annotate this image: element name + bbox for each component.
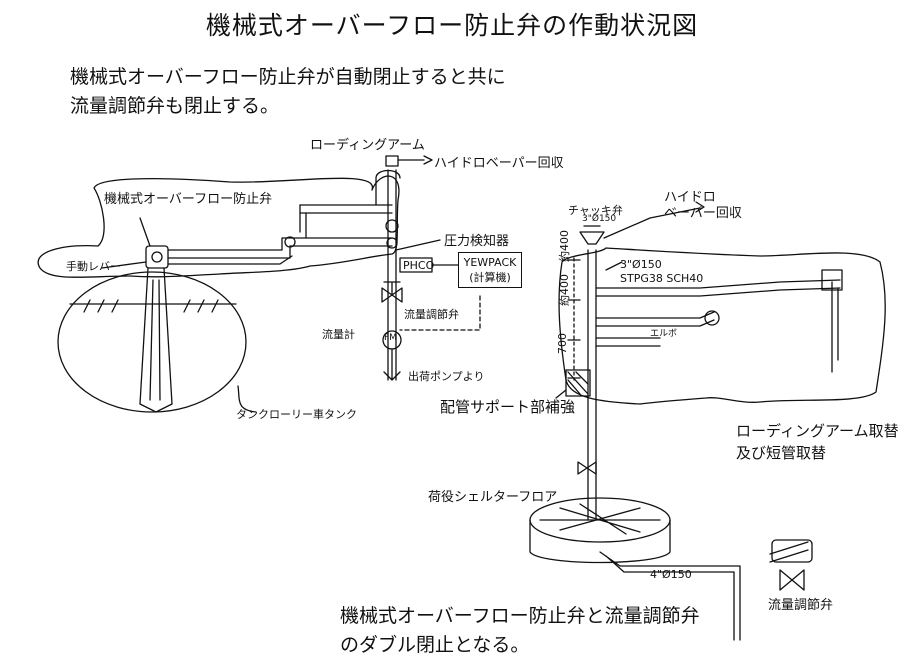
riser-valve	[578, 462, 596, 474]
arm-joint-right	[705, 311, 719, 325]
label-vapor-recovery-right-2: ベーパー回収	[664, 206, 742, 221]
floor-hatch	[540, 504, 660, 534]
arm-riser	[300, 205, 306, 238]
right-drop-head	[822, 270, 842, 290]
label-overflow-valve: 機械式オーバーフロー防止弁	[104, 192, 273, 207]
left-area-outline	[38, 176, 399, 277]
label-vapor-recovery-left: ハイドロベーパー回収	[434, 156, 564, 171]
valve-stem	[384, 282, 400, 295]
label-vapor-recovery-right-1: ハイドロ	[664, 190, 716, 205]
riser-cap	[386, 156, 398, 166]
check-valve	[580, 232, 604, 244]
vapor-arrow-right	[696, 202, 704, 212]
label-pipe-size: 3"Ø150	[620, 258, 662, 271]
top-note-line2: 流量調節弁も閉止する。	[70, 95, 280, 117]
label-dim-1: 約400	[558, 230, 571, 262]
arm-joint-left	[285, 237, 295, 247]
arm-pipe-top	[168, 238, 392, 250]
support-hatch	[568, 372, 588, 394]
bottom-note-line2: のダブル閉止となる。	[340, 634, 530, 656]
pipe-leader	[606, 262, 622, 270]
arm-mid-right	[596, 312, 714, 326]
bottom-valve-pipe	[770, 542, 808, 562]
label-replace-1: ローディングアーム取替	[736, 422, 899, 440]
label-shelter-floor: 荷役シェルターフロア	[428, 490, 558, 505]
label-check-valve: チャッキ弁	[568, 204, 623, 217]
label-bottom-pipe: 4"Ø150	[650, 568, 692, 581]
valve-label-leader	[140, 218, 150, 246]
label-check-size: 3"Ø150	[582, 214, 617, 224]
yewpack-box: YEWPACK (計算機)	[458, 252, 522, 288]
label-from-pump: 出荷ポンプより	[408, 370, 485, 383]
right-area-outline	[559, 248, 885, 404]
riser-joint-1	[386, 220, 398, 232]
riser-joint-2	[387, 238, 397, 248]
drop-tube-inner	[150, 280, 160, 400]
pressure-line	[396, 240, 440, 250]
label-loading-arm: ローディングアーム	[310, 138, 425, 153]
label-flow-control-valve-right: 流量調節弁	[768, 598, 834, 613]
label-flowmeter: 流量計	[322, 328, 355, 341]
label-hand-lever: 手動レバー	[66, 260, 121, 273]
dim-tick-1	[568, 260, 580, 378]
bottom-pipe	[600, 552, 740, 640]
tank-outline	[58, 272, 246, 412]
label-pressure-detector: 圧力検知器	[444, 234, 510, 249]
label-pipe-spec: STPG38 SCH40	[620, 272, 704, 285]
vapor-arrow	[424, 156, 432, 164]
bottom-valve-actuator	[772, 540, 812, 562]
riser-top-elbow	[376, 171, 400, 206]
label-flow-control-valve-left: 流量調節弁	[404, 308, 459, 321]
support-bracket	[566, 370, 590, 396]
arm-upper-right	[596, 280, 840, 288]
valve-head	[146, 246, 168, 268]
arm-pipe-bottom	[168, 246, 392, 258]
support-leader	[556, 390, 566, 398]
arm-lower-right	[596, 338, 660, 346]
floor-slab	[530, 520, 670, 563]
label-dim-2: 約400	[558, 274, 571, 306]
yewpack-sub: (計算機)	[469, 271, 511, 284]
label-phco: PHCO	[403, 259, 435, 272]
vapor-line-right	[604, 208, 700, 238]
label-tank: タンクローリー車タンク	[236, 408, 357, 421]
right-drop-tube	[832, 282, 838, 372]
label-fm: FM	[384, 333, 397, 343]
flow-control-valve-symbol	[382, 288, 402, 302]
drop-tube	[140, 268, 172, 412]
signal-line-2	[400, 296, 480, 330]
arm-link-upper	[300, 205, 392, 213]
bottom-valve-symbol	[780, 570, 804, 590]
yewpack-name: YEWPACK	[463, 256, 517, 269]
bottom-note-line1: 機械式オーバーフロー防止弁と流量調節弁	[340, 605, 700, 627]
riser-pipe-left	[388, 170, 396, 380]
main-riser	[588, 250, 596, 520]
top-note-line1: 機械式オーバーフロー防止弁が自動閉止すると共に	[70, 66, 506, 88]
label-replace-2: 及び短管取替	[736, 444, 827, 462]
page-title: 機械式オーバーフロー防止弁の作動状況図	[205, 11, 699, 40]
tank-label-leader	[238, 386, 256, 412]
label-elbow: エルボ	[650, 329, 678, 339]
valve-head-detail	[152, 252, 162, 262]
arm-pipe-lower	[168, 256, 292, 264]
arm-upper-right-2	[596, 288, 840, 296]
hand-lever-line	[102, 262, 146, 268]
label-support: 配管サポート部補強	[440, 398, 576, 416]
label-dim-3: 700	[556, 333, 569, 354]
pump-line	[384, 349, 400, 380]
